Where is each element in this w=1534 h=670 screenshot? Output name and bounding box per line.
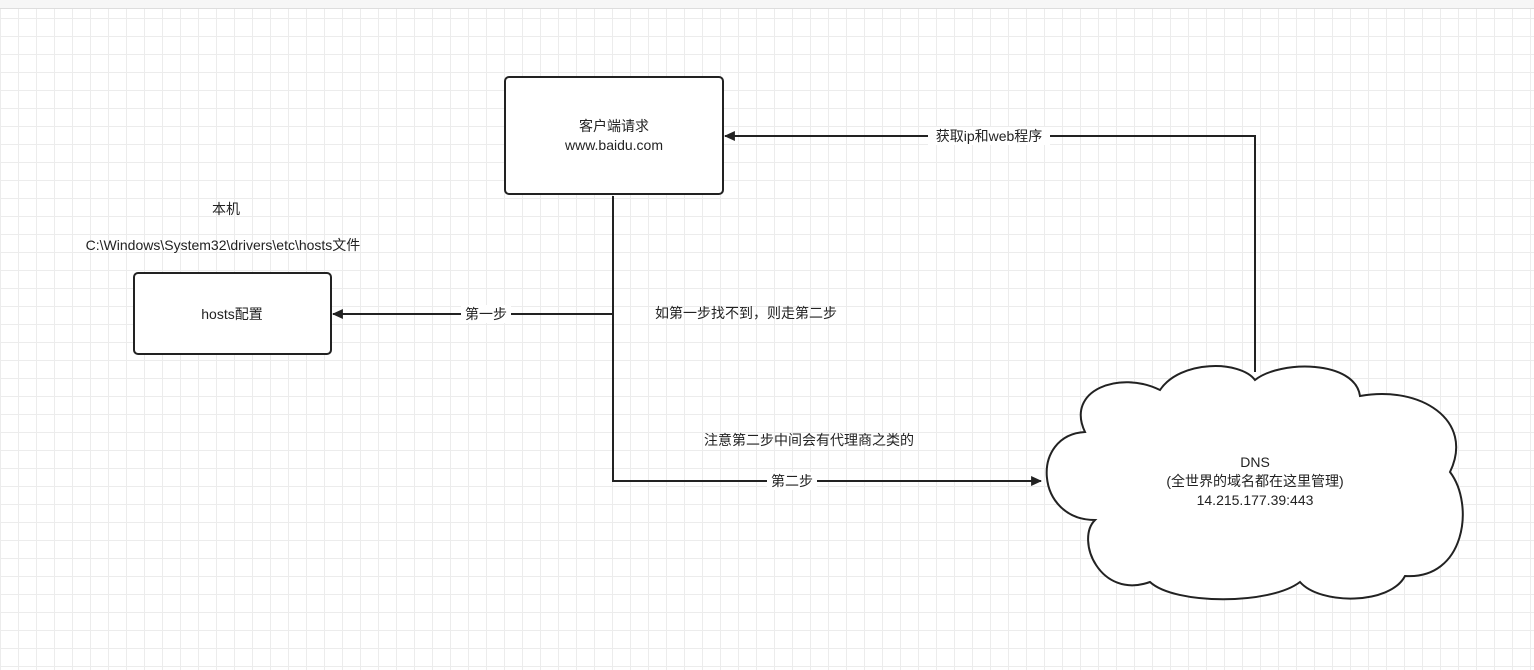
edge-label-step1-text: 第一步 [465, 306, 507, 322]
canvas-top-bar [0, 0, 1534, 9]
proxy-note[interactable]: 注意第二步中间会有代理商之类的 [704, 432, 914, 448]
dns-node-address: 14.215.177.39:443 [1197, 492, 1314, 508]
edge-label-return[interactable]: 获取ip和web程序 [928, 127, 1050, 145]
edge-return[interactable] [723, 131, 1256, 372]
client-request-node[interactable]: 客户端请求 www.baidu.com [504, 76, 724, 195]
dns-node-description: (全世界的域名都在这里管理) [1166, 473, 1343, 489]
edge-label-step2-text: 第二步 [771, 473, 813, 489]
hosts-node-label: hosts配置 [201, 306, 262, 322]
client-node-url: www.baidu.com [564, 137, 663, 153]
hosts-config-node[interactable]: hosts配置 [133, 272, 332, 355]
dns-node-title: DNS [1240, 454, 1270, 470]
edge-label-step2[interactable]: 第二步 [767, 472, 817, 490]
fallback-note[interactable]: 如第一步找不到，则走第二步 [655, 305, 837, 321]
hosts-file-path[interactable]: C:\Windows\System32\drivers\etc\hosts文件 [86, 237, 361, 253]
edge-label-return-text: 获取ip和web程序 [936, 128, 1043, 144]
local-machine-title[interactable]: 本机 [212, 201, 240, 217]
edge-label-step1[interactable]: 第一步 [461, 305, 511, 323]
edge-step2[interactable] [612, 314, 1043, 486]
edge-step1[interactable] [331, 196, 614, 319]
client-node-title: 客户端请求 [579, 118, 649, 134]
dns-cloud-shape [1045, 365, 1464, 601]
dns-cloud-node[interactable]: DNS (全世界的域名都在这里管理) 14.215.177.39:443 [1045, 365, 1464, 601]
